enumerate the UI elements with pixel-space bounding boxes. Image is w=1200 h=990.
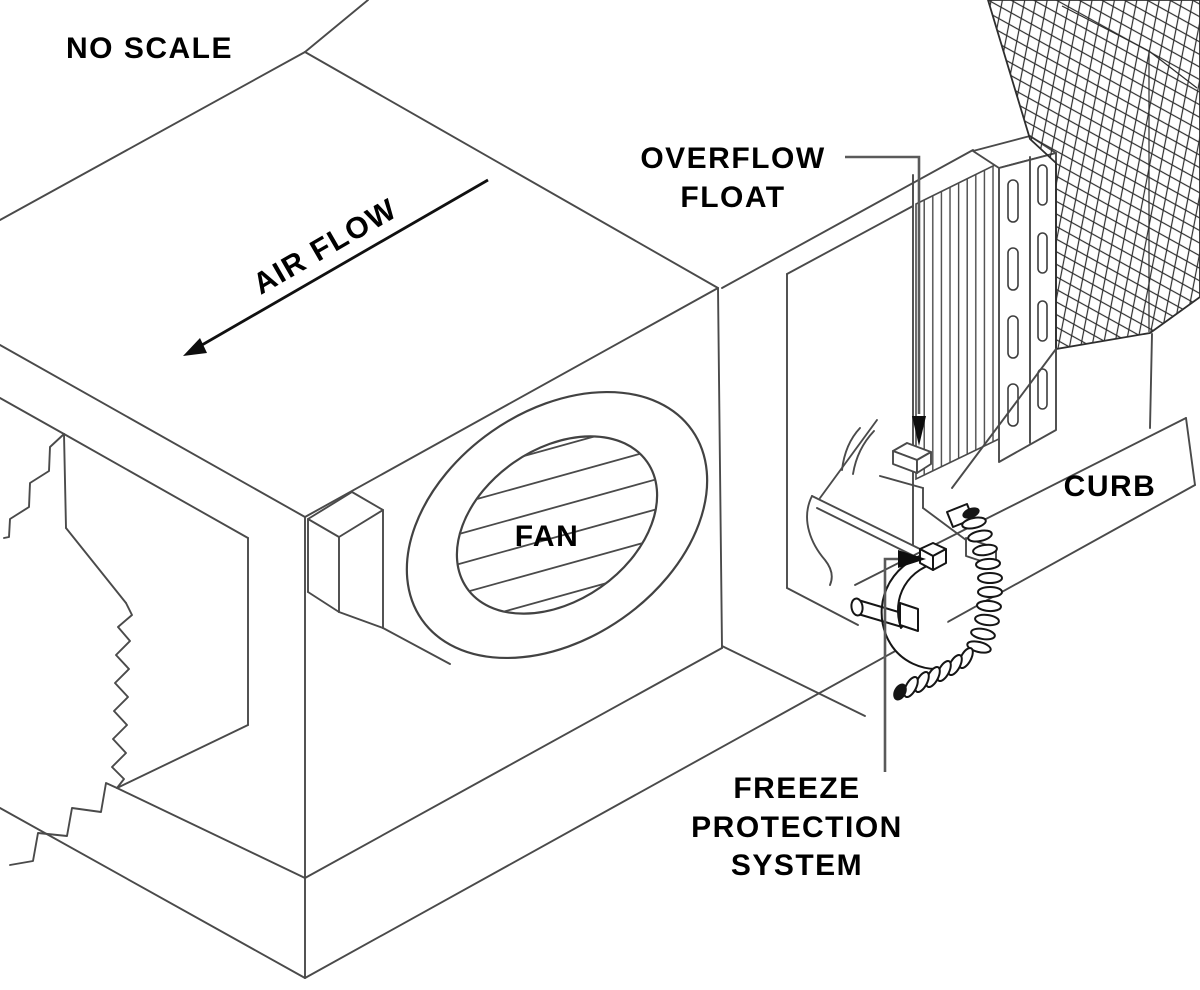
fan-pedestal-box (307, 491, 451, 665)
air-flow-arrow (183, 178, 489, 356)
coil-fins (915, 159, 1004, 481)
right-arrow-icon (898, 550, 926, 568)
filter-mesh-screen (987, 0, 1200, 351)
unit-casing-outline (0, 0, 866, 979)
corrugated-hose-lower (893, 647, 974, 701)
duct-stub-cutaway (0, 397, 249, 866)
air-flow-arrowhead-icon (183, 338, 207, 356)
corrugated-hose-vertical (961, 516, 1003, 654)
overflow-float (892, 442, 932, 474)
label-no-scale: NO SCALE (66, 32, 233, 65)
label-freeze-protection-line3: SYSTEM (731, 849, 863, 882)
label-freeze-protection-line1: FREEZE (733, 772, 860, 805)
leader-overflow-float (845, 155, 926, 446)
down-arrow-icon (912, 416, 926, 446)
fan-assembly (405, 390, 709, 660)
label-air-flow: AIR FLOW (248, 192, 403, 301)
coil-section (721, 0, 1200, 626)
label-overflow-float-line1: OVERFLOW (640, 142, 825, 175)
label-curb: CURB (1064, 470, 1157, 503)
label-overflow-float-line2: FLOAT (680, 181, 785, 214)
label-fan: FAN (515, 520, 580, 553)
label-freeze-protection-line2: PROTECTION (691, 811, 903, 844)
leader-freeze-protection (883, 550, 926, 772)
freeze-protection-device (850, 503, 1003, 701)
leader-target-fitting (919, 542, 947, 571)
